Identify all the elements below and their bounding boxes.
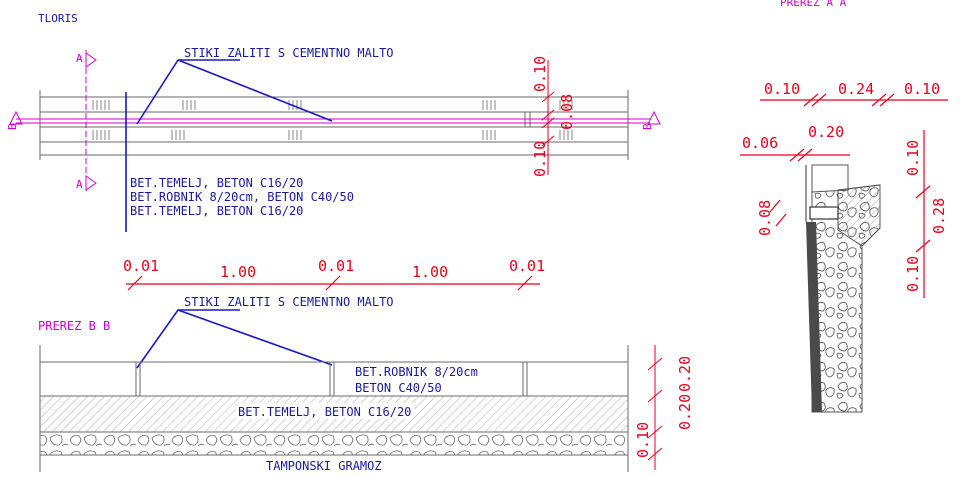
plan-dim-0-10-bottom: 0.10	[531, 141, 549, 177]
section-bb-foundation-note: BET.TEMELJ, BETON C16/20	[238, 405, 411, 419]
plan-ticks	[92, 100, 573, 140]
plan-callout-curb: BET.ROBNIK 8/20cm, BETON C40/50	[130, 190, 354, 204]
section-aa-dim-0-10-left: 0.10	[764, 80, 800, 98]
plan-vertical-dims	[541, 60, 555, 175]
section-aa-dim-0-06: 0.06	[742, 134, 778, 152]
section-aa-top-dims	[760, 93, 948, 107]
section-marker-a-top: A	[76, 52, 97, 68]
section-bb-dim-0-10: 0.10	[634, 422, 652, 458]
svg-text:A: A	[76, 52, 83, 65]
section-marker-a-bottom: A	[76, 175, 97, 191]
plan-joint-note: STIKI ZALITI S CEMENTNO MALTO	[184, 46, 394, 60]
plan-dim-1-00-b: 1.00	[412, 263, 448, 281]
section-bb-joint-note: STIKI ZALITI S CEMENTNO MALTO	[184, 295, 394, 309]
plan-leaders	[125, 59, 333, 232]
section-aa-dim-0-10-right: 0.10	[904, 80, 940, 98]
section-aa-dim-0-20: 0.20	[808, 123, 844, 141]
plan-dim-0-10-top: 0.10	[531, 56, 549, 92]
section-aa-dim-0-10-bottom: 0.10	[904, 256, 922, 292]
plan-curb-outline	[39, 90, 629, 160]
section-bb-curb-concrete: BETON C40/50	[355, 381, 442, 395]
section-bb-gravel-pattern	[40, 432, 628, 455]
section-aa-right-dims	[915, 130, 931, 298]
svg-text:A: A	[76, 178, 83, 191]
plan-dim-0-01-b: 0.01	[318, 257, 354, 275]
plan-dim-0-01-a: 0.01	[123, 257, 159, 275]
section-aa-curb-body	[805, 164, 881, 413]
svg-text:B: B	[641, 123, 654, 130]
section-bb-gravel-note: TAMPONSKI GRAMOZ	[266, 459, 382, 473]
section-aa-dim-0-24: 0.24	[838, 80, 874, 98]
plan-title: TLORIS	[38, 12, 78, 25]
section-bb-title: PREREZ B B	[38, 319, 110, 333]
plan-dim-0-08: 0.08	[558, 94, 576, 130]
section-bb-leaders	[136, 309, 333, 369]
plan-horizontal-dims	[126, 275, 540, 291]
section-aa-dim-0-10-top: 0.10	[904, 140, 922, 176]
section-bb-curb-note: BET.ROBNIK 8/20cm	[355, 365, 478, 379]
section-aa-dim-0-28: 0.28	[930, 198, 948, 234]
plan-callout-foundation: BET.TEMELJ, BETON C16/20	[130, 176, 303, 190]
plan-dim-1-00-a: 1.00	[220, 263, 256, 281]
section-marker-b-left: B	[6, 110, 23, 130]
section-marker-b-right: B	[641, 110, 661, 130]
section-bb-dims	[647, 345, 663, 470]
plan-axis	[16, 50, 650, 192]
plan-dim-0-01-c: 0.01	[509, 257, 545, 275]
section-aa-left-dim	[769, 199, 787, 227]
section-aa-upper-dims	[740, 148, 850, 162]
plan-callout-foundation-2: BET.TEMELJ, BETON C16/20	[130, 204, 303, 218]
section-bb-dim-0-20-top: 0.20	[676, 356, 694, 392]
svg-text:B: B	[6, 123, 19, 130]
section-aa-dim-0-08: 0.08	[756, 200, 774, 236]
section-bb-foundation-label-bg	[236, 403, 414, 419]
section-bb-dim-0-20-bottom: 0.20	[676, 394, 694, 430]
section-aa-title: PREREZ A A	[780, 0, 847, 9]
